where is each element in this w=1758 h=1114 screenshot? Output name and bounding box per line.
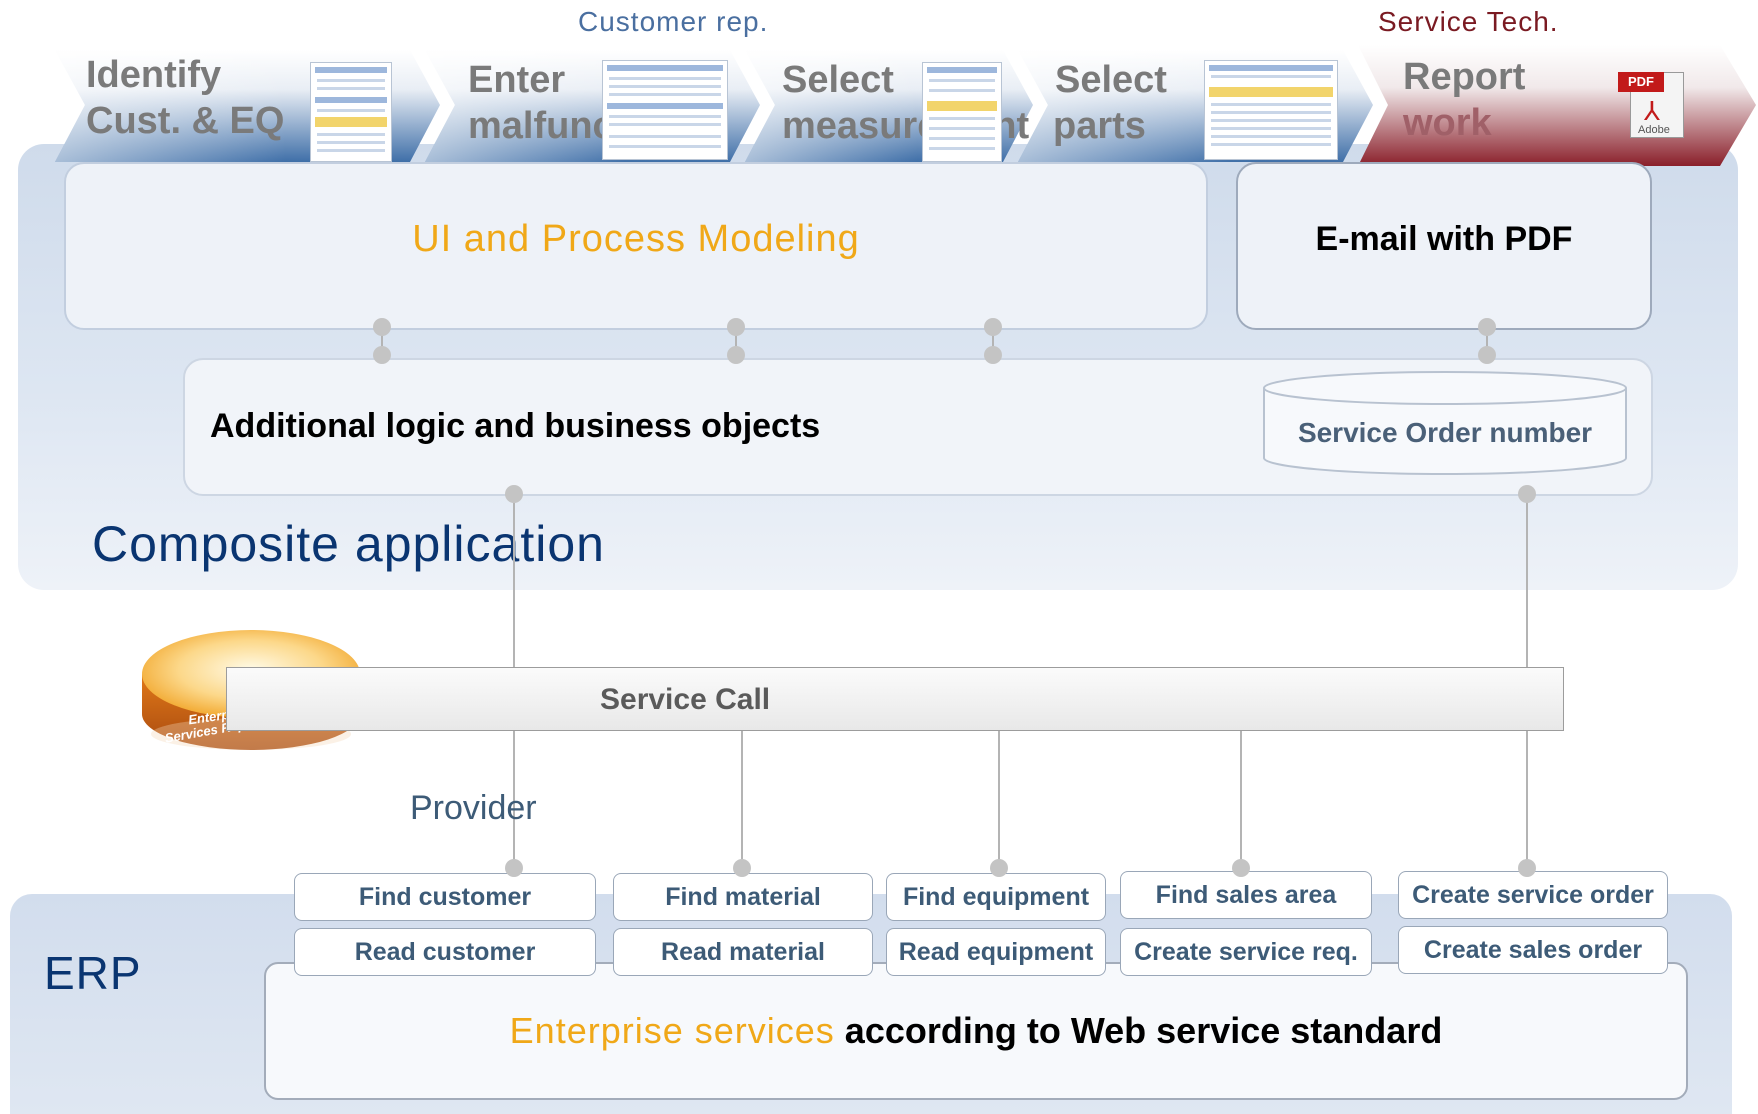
- connector-dot: [505, 485, 523, 503]
- step-1-line2: Cust. & EQ: [86, 100, 285, 142]
- screenshot-thumbnail-icon: [1204, 60, 1338, 160]
- connector-dot: [733, 859, 751, 877]
- service-order-database-icon: [1263, 371, 1627, 475]
- service-find-equipment[interactable]: Find equipment: [886, 873, 1106, 921]
- service-create-sales-order[interactable]: Create sales order: [1398, 926, 1668, 974]
- connector-line: [381, 326, 383, 356]
- email-pdf-label: E-mail with PDF: [1315, 220, 1573, 258]
- connector-dot: [1478, 346, 1496, 364]
- service-find-sales-area[interactable]: Find sales area: [1120, 871, 1372, 919]
- screenshot-thumbnail-icon: [310, 62, 392, 162]
- acrobat-logo-icon: ⅄: [1644, 96, 1660, 126]
- additional-logic-label: Additional logic and business objects: [210, 407, 821, 445]
- ui-process-modeling-label: UI and Process Modeling: [412, 218, 860, 260]
- connector-line: [741, 730, 743, 868]
- provider-label: Provider: [410, 789, 537, 827]
- connector-line: [992, 326, 994, 356]
- connector-line: [1486, 326, 1488, 356]
- role-customer-rep: Customer rep.: [578, 6, 769, 37]
- connector-dot: [984, 346, 1002, 364]
- ui-process-modeling-box: [64, 162, 1208, 330]
- composite-application-title: Composite application: [92, 516, 605, 572]
- service-find-material[interactable]: Find material: [613, 873, 873, 921]
- pdf-badge: PDF: [1618, 72, 1664, 92]
- email-pdf-box: [1236, 162, 1652, 330]
- connector-line: [735, 326, 737, 356]
- connector-dot: [373, 346, 391, 364]
- connector-dot: [990, 859, 1008, 877]
- enterprise-services-prefix: Enterprise services: [509, 1010, 835, 1051]
- screenshot-thumbnail-icon: [922, 62, 1002, 162]
- step-5-line2: work: [1403, 102, 1492, 144]
- step-1-line1: Identify: [86, 54, 222, 96]
- connector-dot: [1518, 859, 1536, 877]
- service-create-service-req[interactable]: Create service req.: [1120, 928, 1372, 976]
- pdf-file-icon: PDF ⅄ Adobe: [1618, 72, 1688, 138]
- connector-dot: [984, 318, 1002, 336]
- step-4-line1: Select: [1055, 59, 1167, 101]
- connector-dot: [1518, 485, 1536, 503]
- service-call-bar: [226, 667, 1564, 731]
- connector-dot: [1232, 859, 1250, 877]
- screenshot-thumbnail-icon: [602, 60, 728, 160]
- connector-line: [1240, 730, 1242, 868]
- service-create-service-order[interactable]: Create service order: [1398, 871, 1668, 919]
- service-read-material[interactable]: Read material: [613, 928, 873, 976]
- connector-dot: [373, 318, 391, 336]
- erp-label: ERP: [44, 947, 142, 999]
- service-read-customer[interactable]: Read customer: [294, 928, 596, 976]
- service-call-label: Service Call: [600, 683, 771, 716]
- service-read-equipment[interactable]: Read equipment: [886, 928, 1106, 976]
- enterprise-services-box: [264, 962, 1688, 1100]
- enterprise-services-caption: Enterprise services according to Web ser…: [264, 1010, 1688, 1052]
- step-1-label: Identify Cust. & EQ: [86, 52, 284, 144]
- step-5-label: Report work: [1403, 54, 1525, 146]
- step-3-line1: Select: [782, 59, 894, 101]
- connector-dot: [727, 346, 745, 364]
- adobe-label: Adobe: [1638, 124, 1670, 136]
- step-2-line1: Enter: [468, 59, 566, 101]
- connector-dot: [505, 859, 523, 877]
- step-5-line1: Report: [1403, 56, 1526, 98]
- service-order-label: Service Order number: [1297, 417, 1593, 448]
- service-find-customer[interactable]: Find customer: [294, 873, 596, 921]
- connector-dot: [1478, 318, 1496, 336]
- role-service-tech: Service Tech.: [1378, 6, 1559, 37]
- connector-line: [998, 730, 1000, 868]
- enterprise-services-suffix: according to Web service standard: [844, 1010, 1443, 1051]
- step-4-label: Select parts: [1053, 57, 1167, 149]
- step-4-line2: parts: [1053, 105, 1146, 147]
- connector-dot: [727, 318, 745, 336]
